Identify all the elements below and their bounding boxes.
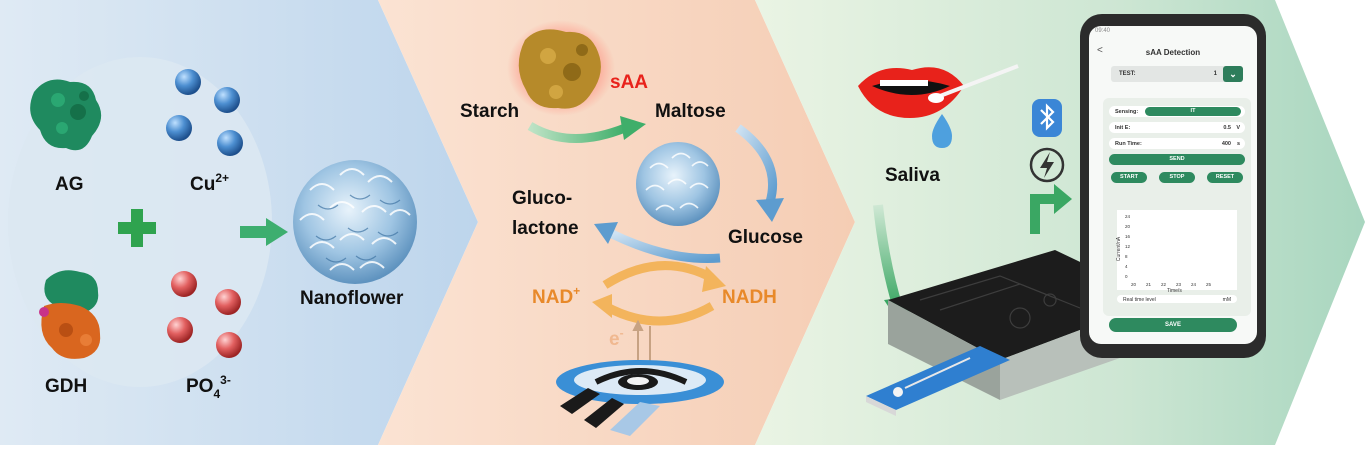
x-tick: 25 — [1206, 282, 1212, 287]
gdh-protein-icon — [39, 270, 101, 359]
nanoflower-small-icon — [636, 142, 720, 226]
x-tick: 20 — [1131, 282, 1137, 287]
init-e-unit: V — [1236, 125, 1240, 131]
run-time-label: Run Time: — [1115, 141, 1142, 147]
chart-x-axis-label: Time/s — [1167, 288, 1182, 294]
init-e-label: Init E: — [1115, 125, 1131, 131]
y-tick: 8 — [1125, 254, 1128, 259]
nanoflower-icon — [293, 160, 417, 284]
nad-cycle-icon — [592, 261, 726, 326]
run-time-unit: s — [1236, 141, 1240, 147]
current-time-chart: Current/nA 24 20 16 12 8 4 0 20 21 22 23… — [1116, 210, 1237, 294]
glucolactone-label-line2: lactone — [512, 218, 579, 239]
starch-label: Starch — [460, 101, 519, 122]
electron-label: e- — [609, 326, 624, 350]
real-time-unit: mM — [1222, 296, 1231, 303]
y-tick: 4 — [1125, 264, 1128, 269]
maltose-arrow-head — [756, 198, 784, 222]
cu-label: Cu2+ — [190, 171, 229, 195]
x-tick: 24 — [1191, 282, 1197, 287]
sensing-label: Sensing: — [1115, 109, 1139, 115]
maltose-label: Maltose — [655, 101, 726, 122]
back-icon[interactable]: < — [1097, 45, 1103, 56]
test-label: TEST: — [1119, 71, 1136, 77]
run-time-value[interactable]: 400 — [1221, 141, 1231, 147]
glucose-arrow-head — [594, 222, 618, 244]
saliva-label: Saliva — [885, 165, 940, 186]
init-e-row[interactable]: Init E: 0.5 V — [1109, 122, 1245, 133]
x-tick: 23 — [1176, 282, 1182, 287]
app-title: sAA Detection — [1145, 48, 1201, 57]
power-bolt-icon — [1029, 147, 1065, 183]
ag-protein-icon — [30, 79, 102, 151]
x-tick: 21 — [1146, 282, 1152, 287]
nadh-label: NADH — [722, 287, 777, 308]
ag-label: AG — [55, 174, 84, 195]
maltose-to-glucose-arrow — [735, 124, 778, 204]
phone-app-screen: 09:40 < sAA Detection TEST: 1 ⌄ Sensing:… — [1089, 26, 1257, 344]
cu-ion-icon — [166, 69, 243, 156]
saa-label: sAA — [610, 72, 648, 93]
send-button[interactable]: SEND — [1109, 154, 1245, 165]
sensing-mode-button[interactable]: IT — [1145, 107, 1241, 116]
start-button[interactable]: START — [1111, 172, 1147, 183]
mouth-swab-icon — [858, 64, 1019, 148]
sensing-row: Sensing: IT — [1109, 106, 1245, 117]
y-tick: 12 — [1125, 244, 1131, 249]
init-e-value[interactable]: 0.5 — [1223, 125, 1231, 131]
saa-enzyme-icon — [507, 20, 615, 116]
run-time-row[interactable]: Run Time: 400 s — [1109, 138, 1245, 149]
starch-to-maltose-arrow — [527, 122, 627, 143]
nanoflower-label: Nanoflower — [300, 288, 404, 309]
save-button[interactable]: SAVE — [1109, 318, 1237, 332]
reset-button[interactable]: RESET — [1207, 172, 1243, 183]
test-selector[interactable]: TEST: 1 ⌄ — [1111, 66, 1243, 82]
glucolactone-label-line1: Gluco- — [512, 188, 572, 209]
electrode-icon — [556, 360, 724, 436]
y-tick: 20 — [1125, 224, 1131, 229]
stop-button[interactable]: STOP — [1159, 172, 1195, 183]
y-tick: 24 — [1125, 214, 1131, 219]
plus-icon — [118, 209, 156, 247]
synthesis-arrow — [240, 218, 288, 246]
x-tick: 22 — [1161, 282, 1167, 287]
gdh-label: GDH — [45, 376, 87, 397]
glucose-label: Glucose — [728, 227, 803, 248]
chevron-down-icon[interactable]: ⌄ — [1223, 66, 1243, 82]
bluetooth-icon — [1032, 99, 1062, 137]
y-tick: 0 — [1125, 274, 1128, 279]
settings-panel: Sensing: IT Init E: 0.5 V Run Time: 400 … — [1103, 98, 1251, 316]
test-value: 1 — [1213, 71, 1217, 77]
data-transfer-arrow — [1030, 184, 1072, 234]
nad-label: NAD+ — [532, 284, 580, 308]
phosphate-label: PO43- — [186, 373, 231, 401]
glucose-to-glucolactone-arrow — [610, 229, 721, 263]
starch-arrow-head — [620, 116, 646, 140]
real-time-level-row: Real time level mM — [1117, 295, 1237, 303]
phosphate-ion-icon — [167, 271, 242, 358]
real-time-label: Real time level — [1123, 296, 1156, 303]
phone-status-time: 09:40 — [1095, 28, 1111, 34]
chart-y-axis-label: Current/nA — [1116, 236, 1123, 262]
y-tick: 16 — [1125, 234, 1131, 239]
chart-y-ticks: 24 20 16 12 8 4 0 — [1125, 212, 1130, 282]
